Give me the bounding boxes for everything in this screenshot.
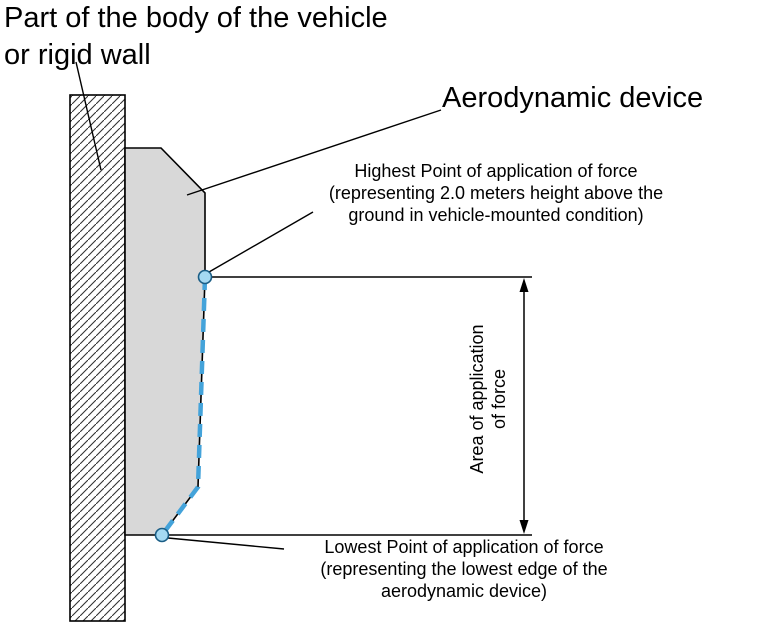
highest-point-label: Highest Point of application of force (r… [300, 160, 692, 226]
lowest-point-label: Lowest Point of application of force (re… [278, 536, 650, 602]
dimension-arrow-bottom-head [519, 520, 529, 534]
area-label-line1: Area of application [467, 324, 487, 474]
highest-point-label-line1: Highest Point of application of force [354, 161, 638, 181]
wall-label-line2: or rigid wall [4, 39, 151, 71]
lowest-point-label-line2: (representing the lowest edge of the [320, 559, 608, 579]
highest-point-label-line3: ground in vehicle-mounted condition) [348, 205, 644, 225]
lowest-point-label-line1: Lowest Point of application of force [324, 537, 604, 557]
lowest-point-marker [154, 527, 170, 543]
highest-leader-line [208, 211, 314, 273]
highest-point-label-line2: (representing 2.0 meters height above th… [328, 183, 664, 203]
wall-label: Part of the body of the vehicle or rigid… [4, 0, 388, 74]
dimension-arrow-top-head [519, 278, 529, 292]
wall-hatched-region [69, 94, 126, 622]
wall-leader-line [75, 61, 102, 171]
force-application-dashed-line [160, 276, 208, 537]
device-leader-line [186, 109, 442, 196]
highest-point-marker [197, 269, 213, 285]
area-of-application-label: Area of application of force [466, 313, 510, 485]
lowest-leader-line [167, 537, 285, 550]
lowest-point-label-line3: aerodynamic device) [380, 581, 548, 601]
area-label-line2: of force [489, 368, 509, 430]
device-label: Aerodynamic device [442, 82, 704, 114]
aerodynamic-device-shape [124, 147, 206, 536]
wall-label-line1: Part of the body of the vehicle [4, 2, 388, 34]
